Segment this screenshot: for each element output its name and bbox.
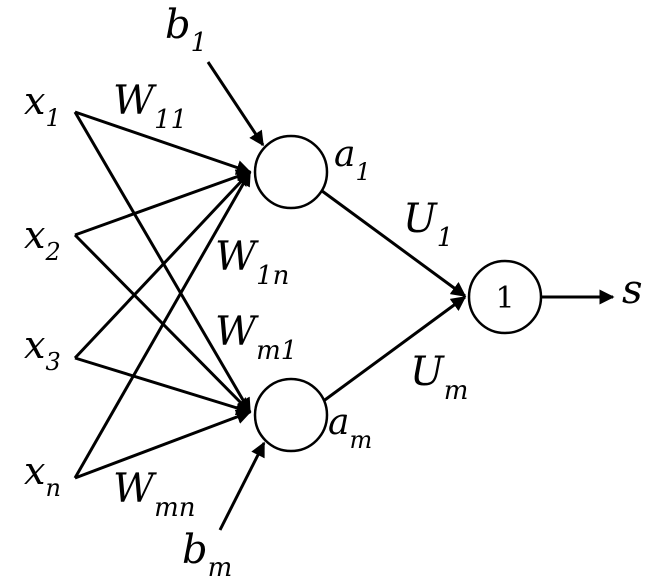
edge-x1-hm — [73, 111, 252, 414]
weight-label-wmn: Wmn — [113, 466, 196, 523]
bias-arrow-b1 — [206, 61, 265, 147]
input-to-hidden-edges — [73, 110, 252, 480]
output-node-label: 1 — [495, 281, 514, 316]
hidden-node-1 — [253, 134, 329, 210]
bias-label-b1: b1 — [165, 2, 207, 58]
output-weight-label-u1: U1 — [403, 196, 453, 253]
weight-label-w11: W11 — [113, 78, 187, 135]
bias-label-bm: bm — [182, 527, 232, 583]
edge-x1-h1 — [74, 110, 252, 175]
edge-x2-h1 — [74, 169, 252, 237]
hidden-output-label-a1: a1 — [334, 134, 371, 186]
output-label-s: s — [622, 267, 643, 313]
input-label-xn: xn — [24, 449, 61, 502]
edge-x3-hm — [74, 356, 252, 416]
weight-label-wm1: Wm1 — [215, 309, 297, 366]
edge-hm-out — [317, 295, 467, 407]
edge-h1-out — [317, 186, 467, 298]
edge-xn-h1 — [73, 170, 252, 479]
bias-arrow-bm — [218, 441, 266, 531]
hidden-node-m — [253, 377, 329, 453]
input-label-x1: x1 — [24, 79, 61, 132]
input-label-x2: x2 — [24, 213, 61, 266]
output-weight-label-um: Um — [410, 349, 468, 406]
output-node — [467, 259, 543, 335]
weight-label-w1n: W1n — [215, 234, 289, 291]
edge-x3-h1 — [73, 170, 252, 360]
edge-xn-hm — [74, 409, 252, 480]
hidden-output-label-am: am — [328, 402, 372, 454]
input-label-x3: x3 — [24, 323, 61, 376]
